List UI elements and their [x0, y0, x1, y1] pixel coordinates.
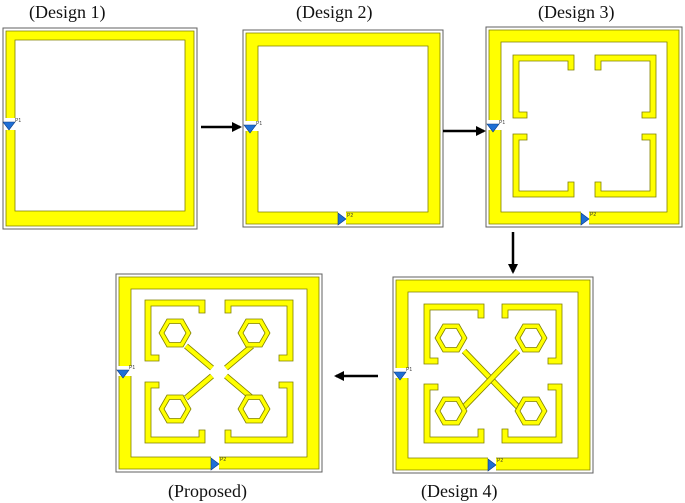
l-ring-bottom-right — [501, 383, 563, 444]
l-ring-top-left — [144, 299, 206, 362]
caption-design-3: (Design 3) — [538, 2, 615, 22]
port-icon — [487, 458, 497, 472]
design-4-ports: P1 P2 — [393, 367, 503, 472]
port-label-p1: P1 — [499, 120, 505, 126]
ring-conductor — [488, 29, 680, 225]
l-ring-top-left — [512, 54, 575, 119]
ring-conductor — [395, 279, 591, 471]
ring-conductor — [5, 30, 195, 227]
caption-design-2: (Design 2) — [296, 2, 373, 22]
port-icon — [337, 212, 347, 226]
port-icon — [393, 371, 407, 381]
port-label-p2: P2 — [497, 458, 503, 464]
design-2-antenna — [242, 29, 444, 228]
design-1-antenna — [2, 27, 198, 230]
l-ring-bottom-left — [144, 381, 206, 444]
design-1-port: P1 — [2, 118, 21, 131]
design-3-antenna — [485, 26, 683, 228]
l-ring-bottom-left — [512, 133, 575, 198]
port-label-p1: P1 — [406, 367, 412, 373]
port-icon — [2, 121, 16, 131]
flow-arrows — [201, 122, 518, 381]
port-icon — [486, 123, 500, 133]
design-4-antenna — [392, 276, 594, 474]
design-2-ports: P1 P2 — [243, 121, 353, 226]
port-label-p1: P1 — [129, 365, 135, 371]
caption-design-4: (Design 4) — [421, 481, 498, 501]
port-label-p1: P1 — [256, 121, 262, 127]
port-label-p1: P1 — [15, 118, 21, 124]
caption-design-1: (Design 1) — [29, 2, 106, 22]
port-label-p2: P2 — [347, 213, 353, 219]
substrate — [2, 27, 198, 230]
ring-conductor — [245, 32, 441, 225]
l-ring-bottom-right — [224, 381, 294, 444]
caption-proposed: (Proposed) — [168, 481, 247, 501]
ring-conductor — [118, 276, 320, 470]
design-3-ports: P1 P2 — [486, 120, 596, 226]
port-icon — [116, 369, 130, 379]
l-ring-top-right — [501, 303, 563, 365]
port-label-p2: P2 — [590, 212, 596, 218]
l-ring-top-right — [594, 54, 657, 119]
l-ring-bottom-right — [594, 133, 657, 198]
l-ring-bottom-left — [423, 383, 485, 444]
port-icon — [210, 457, 220, 471]
port-icon — [580, 212, 590, 226]
substrate — [242, 29, 444, 228]
proposed-antenna — [115, 273, 323, 473]
l-ring-top-left — [423, 303, 485, 365]
proposed-ports: P1 P2 — [116, 365, 226, 471]
l-ring-top-right — [224, 299, 294, 362]
port-icon — [243, 124, 257, 134]
diagonal-strips — [184, 343, 254, 401]
port-label-p2: P2 — [220, 457, 226, 463]
